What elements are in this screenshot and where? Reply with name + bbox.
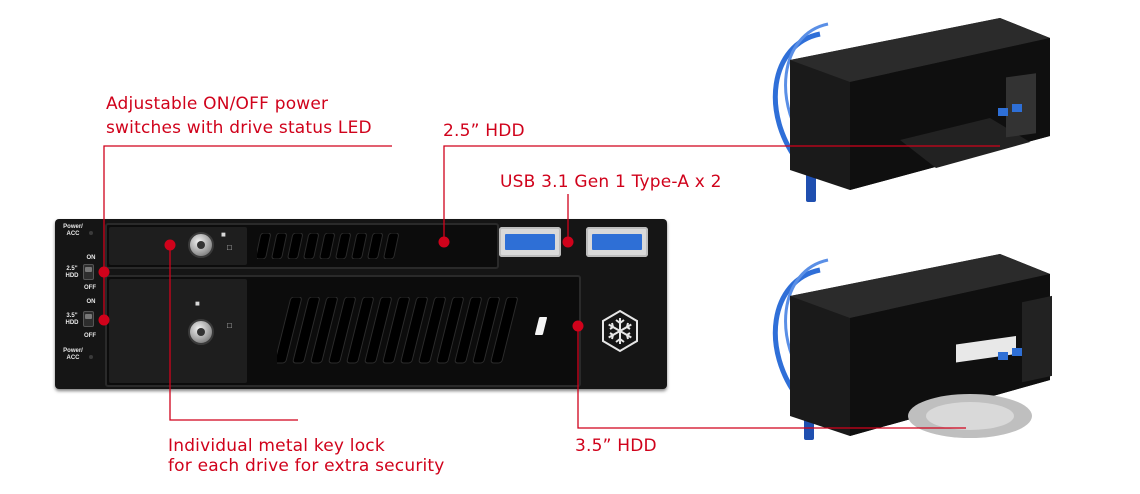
hdd25-switch-label: 2.5" HDD: [65, 266, 79, 279]
hdd25-vent-slots: [257, 233, 399, 259]
usb-port-2[interactable]: [586, 227, 648, 257]
unlock-icon: □: [227, 243, 232, 252]
callout-key-lock-line2: for each drive for extra security: [168, 456, 445, 476]
callout-power-switches-line2: switches with drive status LED: [106, 118, 372, 138]
unlock-icon: □: [227, 321, 232, 330]
hdd35-vent-slots: [277, 297, 518, 364]
hdd25-tray[interactable]: ■ □: [105, 223, 499, 269]
on-label-bottom: ON: [86, 299, 96, 305]
callout-hdd-25: 2.5” HDD: [443, 121, 525, 141]
product-photo-25-drive: [772, 18, 1050, 202]
key-lock-icon[interactable]: [188, 319, 214, 345]
callout-key-lock-line1: Individual metal key lock: [168, 436, 385, 456]
hdd35-switch-label: 3.5" HDD: [65, 313, 79, 326]
power-led-top: [89, 231, 93, 235]
snowflake-logo-icon: [602, 309, 638, 353]
on-label-top: ON: [86, 255, 96, 261]
callout-power-switches-line1: Adjustable ON/OFF power: [106, 94, 329, 114]
power-acc-label-top: Power/ ACC: [63, 224, 83, 237]
padlock-icon: ■: [195, 299, 200, 308]
usb-port-1[interactable]: [499, 227, 561, 257]
hdd25-tray-handle[interactable]: [109, 227, 247, 265]
power-acc-label-bottom: Power/ ACC: [63, 348, 83, 361]
product-photo-35-drive: [772, 254, 1052, 440]
off-label-top: OFF: [84, 285, 96, 291]
off-label-bottom: OFF: [84, 333, 96, 339]
callout-usb: USB 3.1 Gen 1 Type-A x 2: [500, 172, 722, 192]
power-led-bottom: [89, 355, 93, 359]
front-panel: Power/ ACC ON 2.5" HDD OFF ON 3.5" HDD O…: [55, 219, 667, 389]
hdd35-tray-handle[interactable]: [109, 279, 247, 383]
hdd25-power-switch[interactable]: [83, 264, 94, 280]
hdd35-tray[interactable]: ■ □: [105, 275, 581, 387]
hdd35-power-switch[interactable]: [83, 311, 94, 327]
padlock-icon: ■: [221, 230, 226, 239]
key-lock-icon[interactable]: [188, 232, 214, 258]
callout-hdd-35: 3.5” HDD: [575, 436, 657, 456]
